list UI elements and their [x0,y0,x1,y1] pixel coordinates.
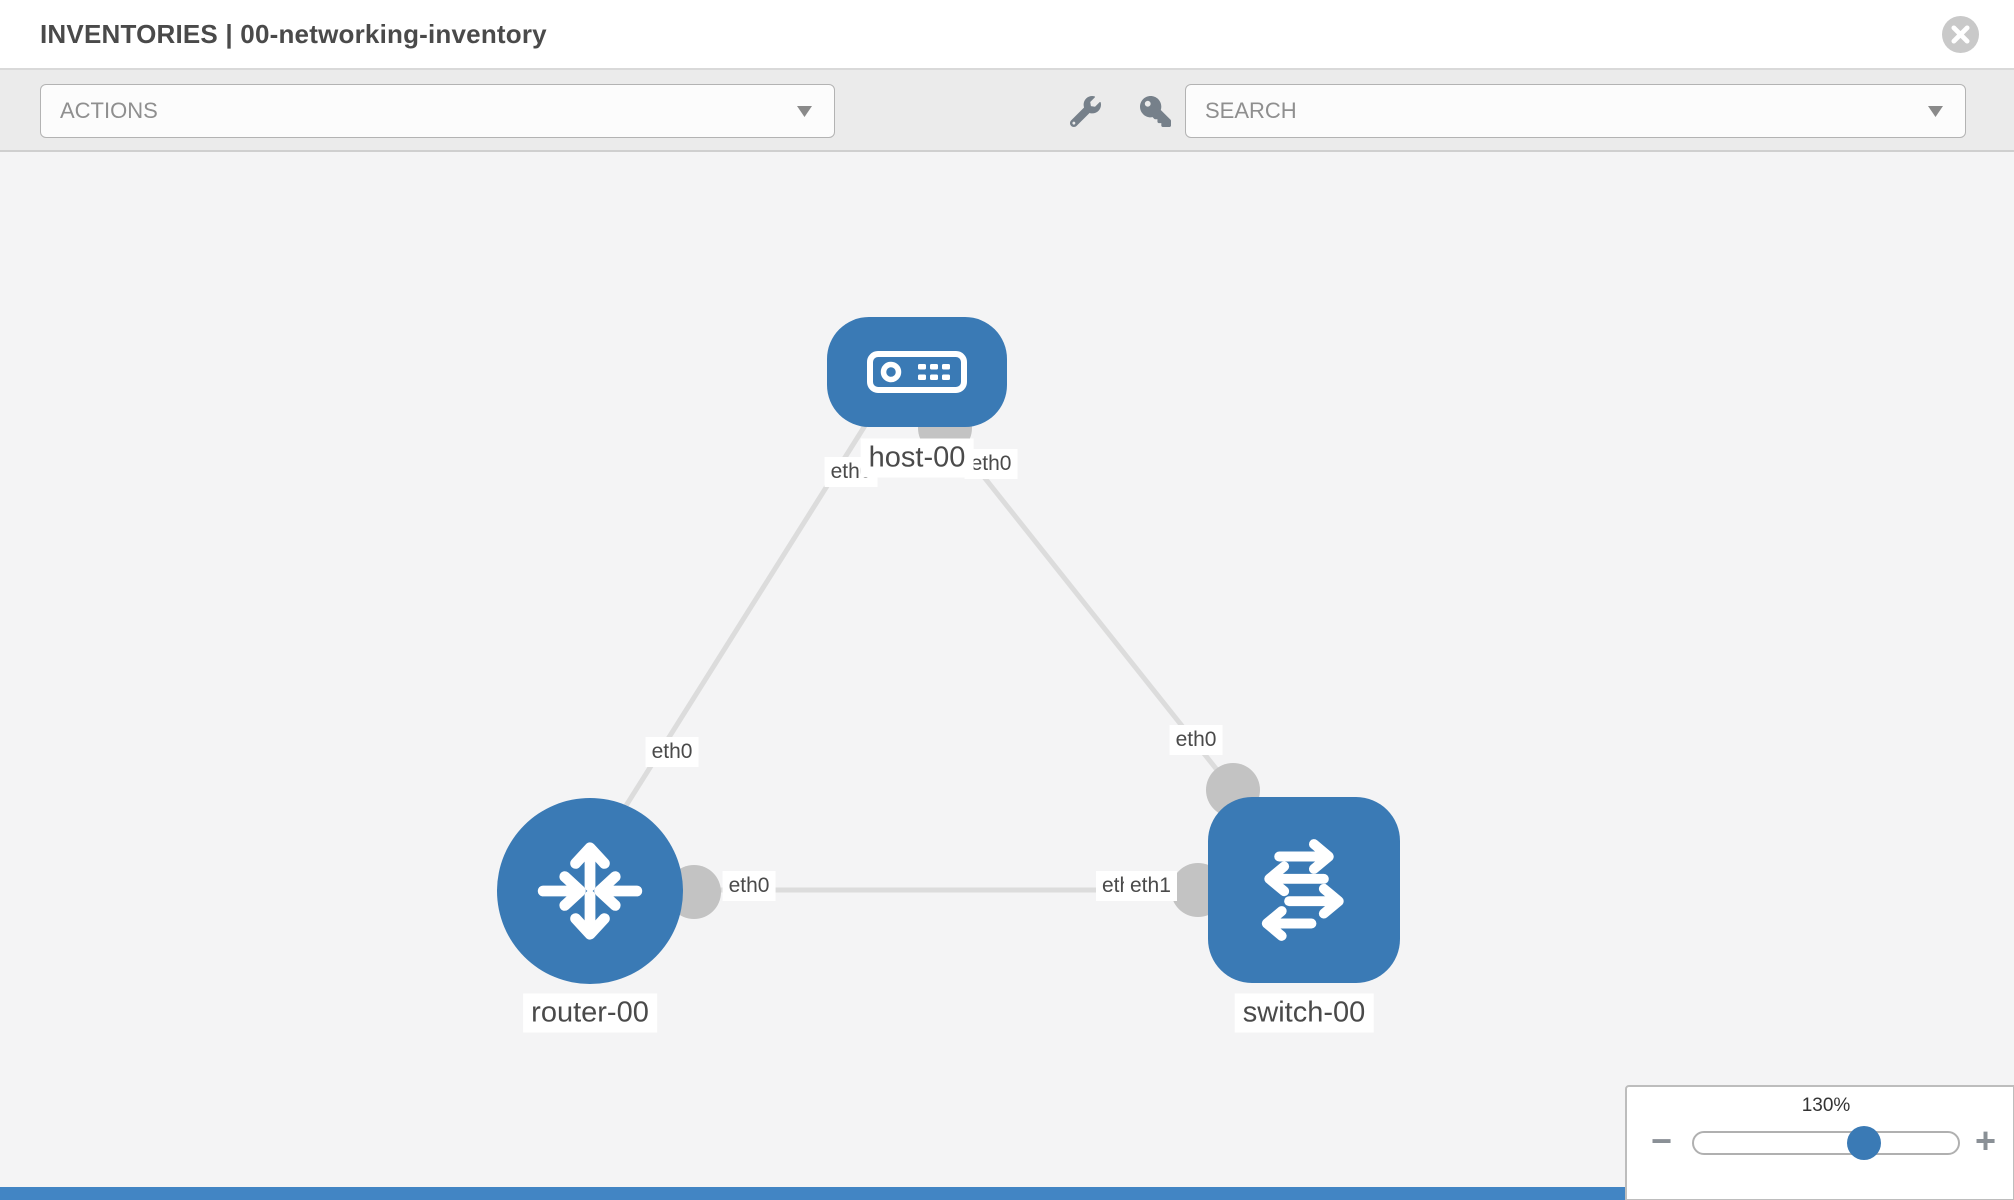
search-dropdown[interactable]: SEARCH [1185,84,1966,138]
interface-label: eth0 [645,737,699,767]
search-dropdown-label: SEARCH [1205,98,1297,123]
page-title: INVENTORIES | 00-networking-inventory [40,19,547,49]
key-button[interactable] [1133,91,1177,131]
zoom-slider-track[interactable] [1692,1126,1960,1160]
close-button[interactable] [1942,16,1979,53]
node-label-router: router-00 [523,993,657,1033]
zoom-in-button[interactable]: + [1975,1120,1997,1161]
switch-icon [1261,839,1344,941]
interface-label: eth0 [1169,725,1223,755]
close-icon [1951,25,1970,44]
node-router-00[interactable] [497,798,683,984]
zoom-out-button[interactable]: − [1651,1120,1673,1161]
toolbar: ACTIONS SEARCH [0,70,2014,152]
actions-dropdown[interactable]: ACTIONS [40,84,835,138]
configure-button[interactable] [1063,91,1107,131]
interface-label: eth1 [1124,871,1177,901]
header-bar: INVENTORIES | 00-networking-inventory [0,0,2014,70]
footer-accent-bar [0,1187,1628,1200]
node-label-host: host-00 [860,438,974,478]
chevron-down-icon [1928,106,1943,117]
zoom-level-label: 130% [1801,1095,1851,1116]
topology-canvas[interactable]: eth0 eth0 eth0 eth0 eth0 eth0 eth1 host-… [0,152,2014,1200]
node-host-00[interactable] [827,317,1007,427]
router-icon [537,842,643,940]
host-icon [867,351,967,393]
links-layer [609,401,1260,919]
switch-icon-node[interactable] [1208,797,1400,983]
actions-dropdown-label: ACTIONS [60,98,158,123]
zoom-control-panel: 130% − + [1625,1085,2014,1200]
zoom-slider-thumb[interactable] [1847,1126,1881,1160]
node-label-switch: switch-00 [1234,993,1374,1033]
wrench-icon [1069,95,1101,127]
key-icon [1139,95,1171,127]
interface-label: eth0 [964,449,1018,479]
interface-label: eth0 [722,871,776,901]
chevron-down-icon [797,106,812,117]
